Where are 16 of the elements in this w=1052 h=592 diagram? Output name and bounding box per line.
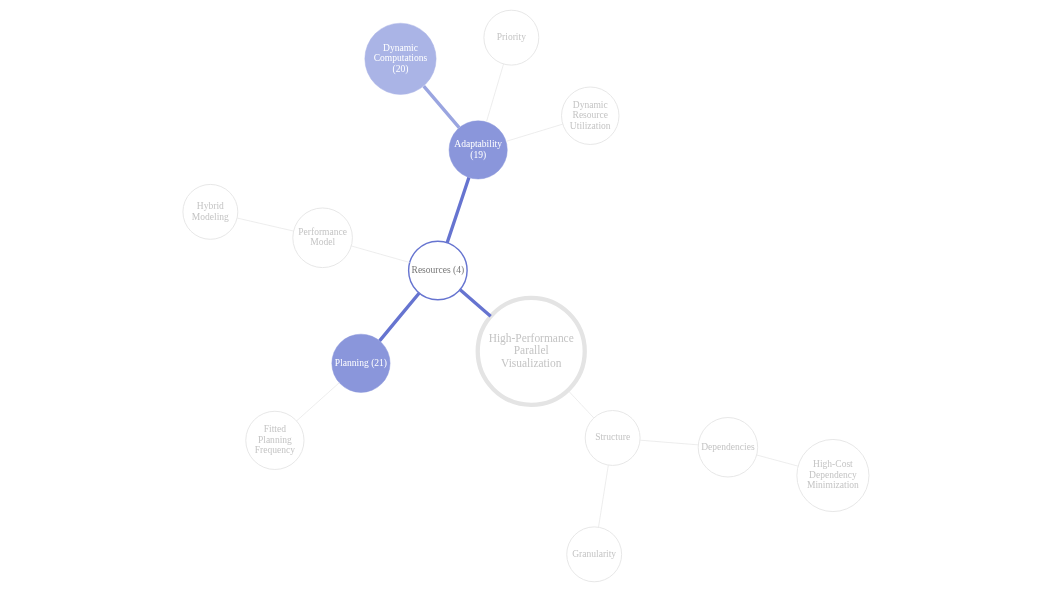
connector	[445, 177, 471, 244]
connector	[505, 123, 564, 142]
connector	[378, 292, 421, 342]
node-circle: Adaptability (19)	[448, 120, 508, 180]
connector	[422, 85, 461, 129]
node-circle: Dynamic Computations (20)	[364, 22, 437, 95]
node-circle: Resources (4)	[407, 240, 468, 301]
connector	[350, 245, 411, 263]
connector	[567, 389, 595, 419]
connector	[459, 288, 492, 318]
connector	[296, 382, 340, 422]
node-circle: High-Performance Parallel Visualization	[475, 295, 587, 407]
node-circle: High-Cost Dependency Minimization	[796, 439, 870, 513]
node-circle: Planning (21)	[331, 333, 391, 393]
connector	[236, 217, 294, 232]
connector	[486, 63, 504, 123]
